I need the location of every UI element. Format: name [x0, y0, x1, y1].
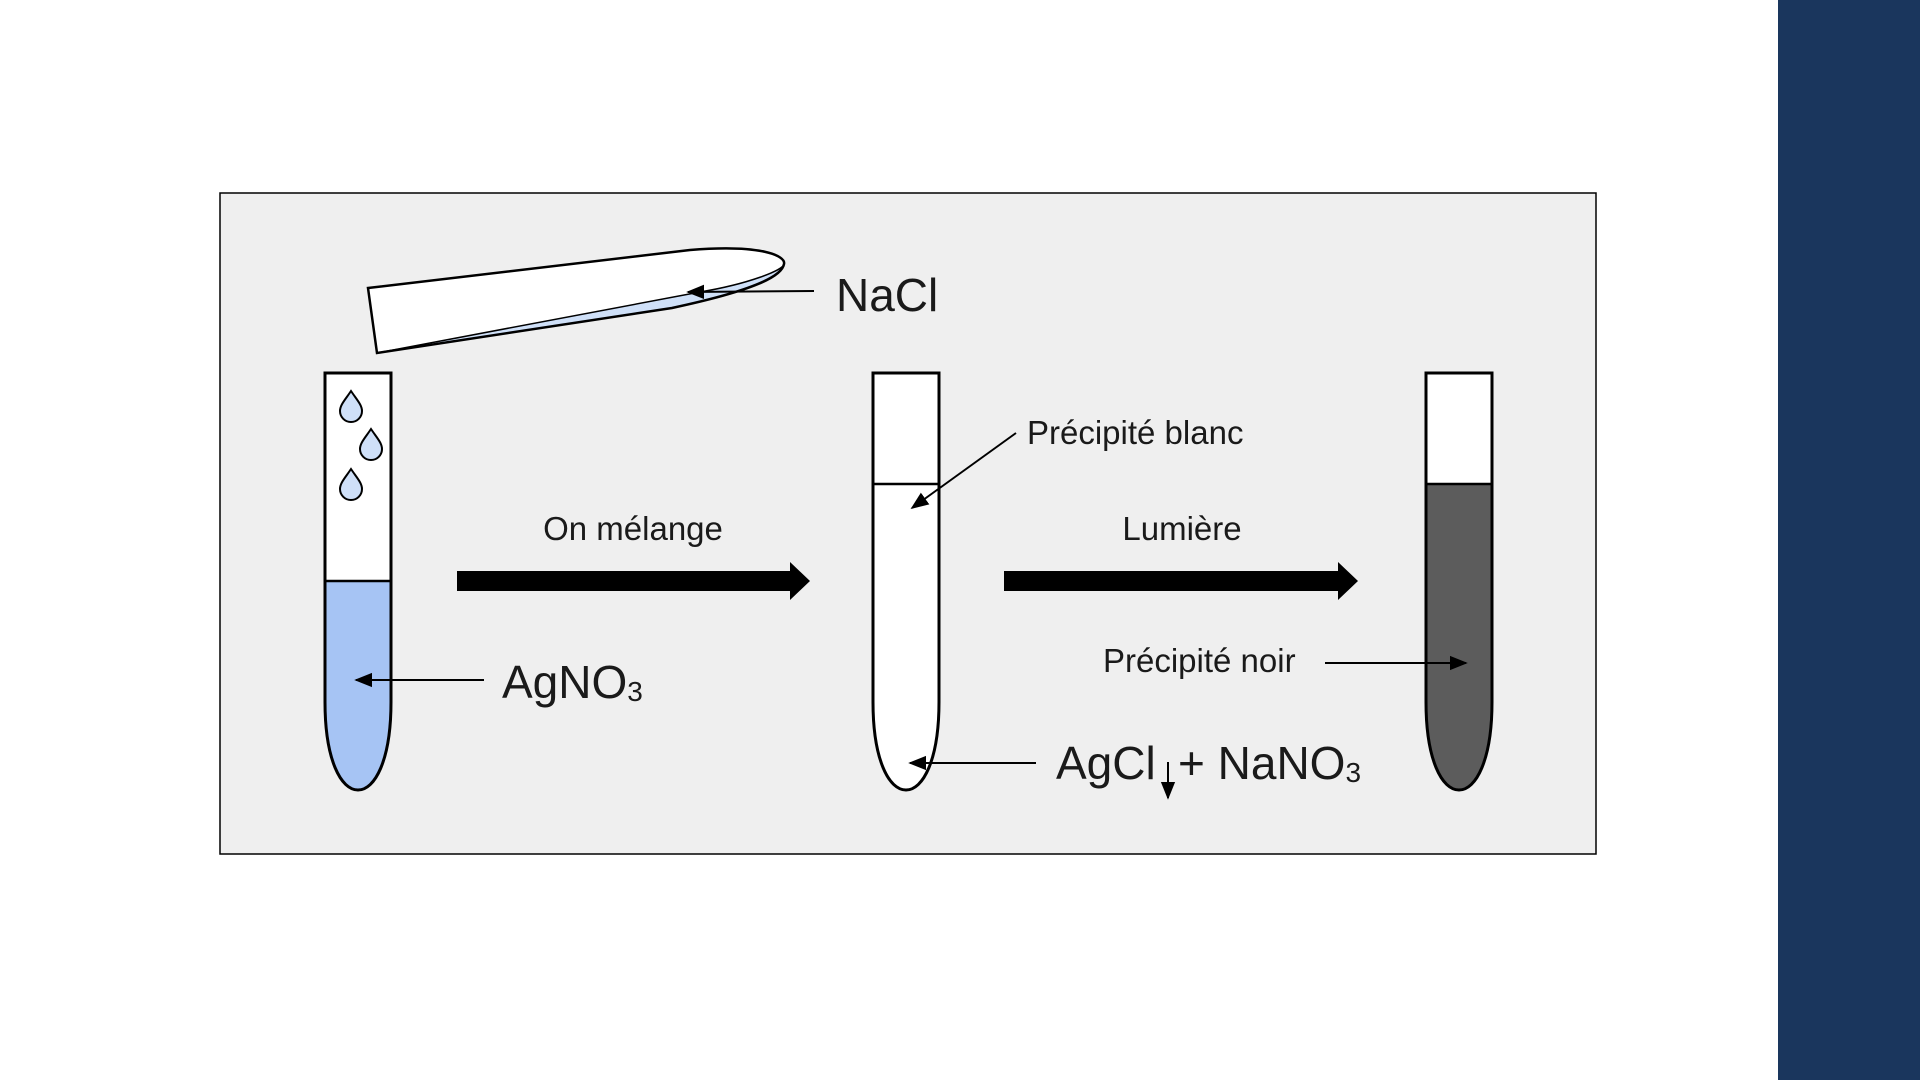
nacl-pointer-arrow: [686, 284, 815, 300]
nacl-label: NaCl: [836, 269, 938, 321]
light-arrow: [1004, 562, 1358, 600]
test-tube-black-precipitate: [1424, 371, 1494, 792]
mixing-arrow: [457, 562, 810, 600]
test-tube-white-precipitate: [871, 371, 941, 792]
nano3-label: + NaNO3: [1178, 737, 1361, 789]
droplet-icon: [358, 427, 384, 461]
agno3-label: AgNO3: [502, 656, 643, 708]
black-precipitate: [1426, 484, 1492, 790]
on-melange-label: On mélange: [543, 510, 723, 547]
precipite-noir-label: Précipité noir: [1103, 642, 1296, 679]
agcl-label: AgCl: [1056, 737, 1156, 789]
sidebar-decoration: [1778, 0, 1920, 1080]
test-tube-agno3: [323, 371, 393, 792]
lumiere-label: Lumière: [1122, 510, 1241, 547]
precipite-blanc-pointer-arrow: [910, 432, 1017, 510]
droplet-icon: [338, 467, 364, 501]
precipite-blanc-label: Précipité blanc: [1027, 414, 1243, 451]
droplet-icon: [338, 389, 364, 423]
